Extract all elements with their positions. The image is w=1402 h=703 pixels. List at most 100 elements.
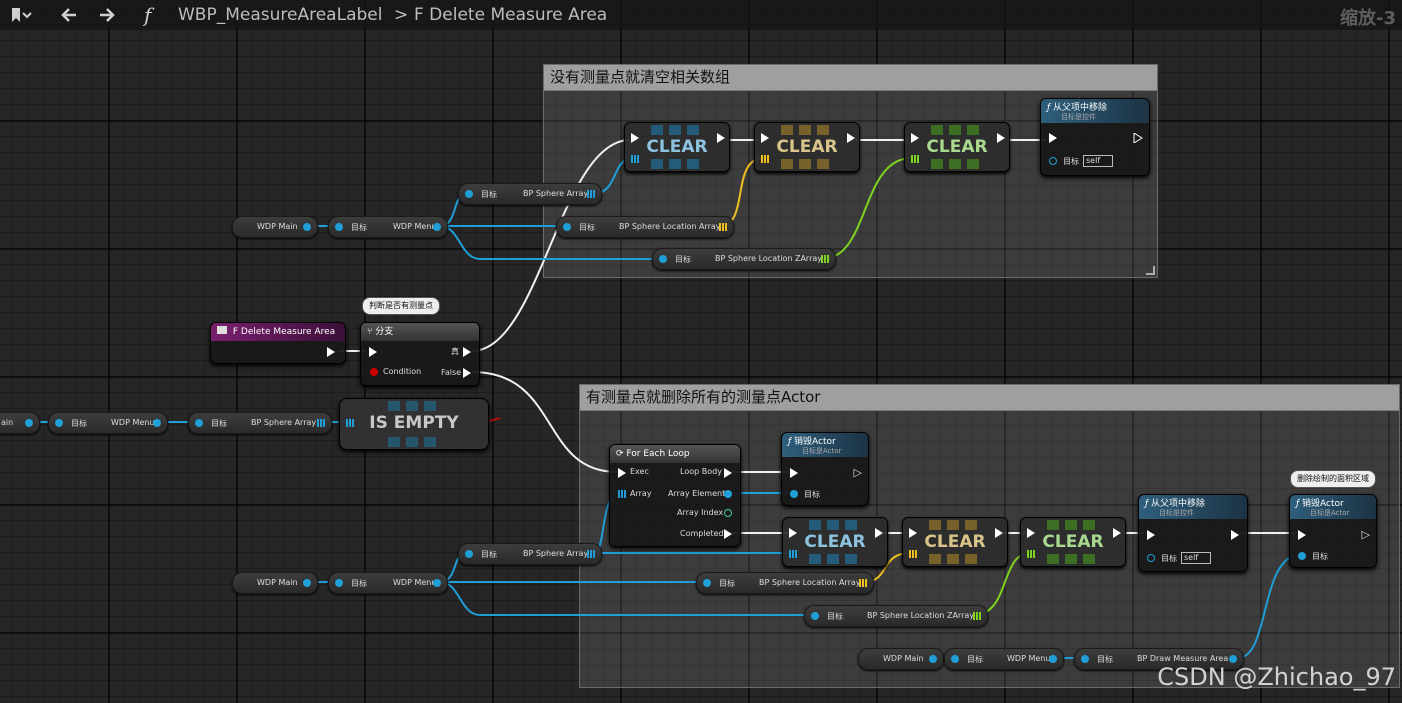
bp-sphere-location-array-getter[interactable]: 目标 BP Sphere Location Array: [696, 572, 874, 594]
output-pin[interactable]: [303, 223, 311, 231]
array-output-pin[interactable]: [719, 223, 727, 231]
target-pin[interactable]: [811, 612, 819, 620]
array-output-pin[interactable]: [859, 579, 867, 587]
remove-from-parent-node[interactable]: ƒ 从父项中移除 目标是控件 目标 self: [1138, 494, 1248, 572]
self-input[interactable]: self: [1181, 552, 1211, 564]
array-in-pin[interactable]: [911, 155, 919, 163]
output-pin[interactable]: [153, 419, 161, 427]
breadcrumb-current[interactable]: F Delete Measure Area: [414, 5, 608, 25]
exec-out-pin[interactable]: [1113, 528, 1121, 538]
exec-out-pin[interactable]: ▷: [1361, 528, 1370, 541]
target-pin[interactable]: [659, 255, 667, 263]
bp-draw-measure-area-getter[interactable]: 目标 BP Draw Measure Area: [1074, 648, 1244, 670]
true-exec-pin[interactable]: [463, 347, 471, 357]
target-pin[interactable]: [1147, 554, 1155, 562]
exec-out-pin[interactable]: [875, 528, 883, 538]
exec-out-pin[interactable]: ▷: [853, 466, 862, 479]
comment-title[interactable]: 有测量点就删除所有的测量点Actor: [580, 385, 1399, 411]
output-pin[interactable]: [929, 655, 937, 663]
bp-sphere-location-array-getter[interactable]: 目标 BP Sphere Location Array: [556, 216, 734, 238]
bp-sphere-array-getter[interactable]: 目标 BP Sphere Array: [458, 183, 602, 205]
target-pin[interactable]: [790, 490, 798, 498]
exec-out-pin[interactable]: [327, 347, 335, 357]
completed-pin[interactable]: [724, 529, 732, 539]
wdp-main-getter[interactable]: WDP Main: [232, 572, 318, 594]
condition-pin[interactable]: [370, 368, 378, 376]
exec-in-pin[interactable]: [369, 347, 377, 357]
target-pin[interactable]: [1081, 655, 1089, 663]
breadcrumb-root[interactable]: WBP_MeasureAreaLabel: [178, 5, 383, 25]
clear-node-sphere-location-zarray[interactable]: CLEAR: [1020, 517, 1126, 567]
destroy-actor-node-draw-area[interactable]: ƒ 销毁Actor 目标是Actor ▷ 目标: [1289, 494, 1377, 568]
exec-in-pin[interactable]: [911, 133, 919, 143]
bp-sphere-location-zarray-getter[interactable]: 目标 BP Sphere Location ZArray: [804, 605, 988, 627]
target-pin[interactable]: [1049, 157, 1057, 165]
clear-node-sphere-array[interactable]: CLEAR: [624, 122, 730, 172]
is-empty-node[interactable]: IS EMPTY: [339, 398, 489, 450]
exec-out-pin[interactable]: [997, 133, 1005, 143]
false-exec-pin[interactable]: [463, 368, 471, 378]
array-in-pin[interactable]: [789, 550, 797, 558]
exec-in-pin[interactable]: [1049, 133, 1057, 143]
event-node[interactable]: F Delete Measure Area: [210, 322, 346, 364]
exec-in-pin[interactable]: [1147, 530, 1155, 540]
array-index-pin[interactable]: [724, 509, 732, 517]
target-pin[interactable]: [465, 550, 473, 558]
output-pin[interactable]: [433, 579, 441, 587]
wdp-main-getter[interactable]: WDP Main: [232, 216, 318, 238]
clear-node-sphere-array[interactable]: CLEAR: [782, 517, 888, 567]
output-pin[interactable]: [1049, 655, 1057, 663]
wdp-main-getter[interactable]: WDP Main: [858, 648, 944, 670]
bp-sphere-array-getter[interactable]: 目标 BP Sphere Array: [188, 412, 332, 434]
array-in-pin[interactable]: [1027, 550, 1035, 558]
exec-in-pin[interactable]: [1027, 528, 1035, 538]
exec-in-pin[interactable]: [1298, 530, 1306, 540]
wdp-menu-getter[interactable]: 目标 WDP Menu: [944, 648, 1064, 670]
target-pin[interactable]: [703, 579, 711, 587]
wdp-menu-getter[interactable]: 目标 WDP Menu: [48, 412, 168, 434]
bp-sphere-array-getter[interactable]: 目标 BP Sphere Array: [458, 543, 602, 565]
target-pin[interactable]: [465, 190, 473, 198]
target-pin[interactable]: [563, 223, 571, 231]
exec-in-pin[interactable]: [761, 133, 769, 143]
array-in-pin[interactable]: [631, 155, 639, 163]
target-pin[interactable]: [335, 579, 343, 587]
target-pin[interactable]: [55, 419, 63, 427]
target-pin[interactable]: [951, 655, 959, 663]
arrow-right-icon[interactable]: [96, 0, 118, 30]
array-output-pin[interactable]: [587, 550, 595, 558]
exec-in-pin[interactable]: [631, 133, 639, 143]
array-in-pin[interactable]: [909, 550, 917, 558]
clear-node-sphere-location-array[interactable]: CLEAR: [902, 517, 1008, 567]
exec-out-pin[interactable]: [717, 133, 725, 143]
exec-out-pin[interactable]: [1133, 133, 1143, 143]
branch-node[interactable]: ⑂ 分支 真 Condition False: [360, 322, 480, 386]
array-output-pin[interactable]: [973, 612, 981, 620]
clear-node-sphere-location-zarray[interactable]: CLEAR: [904, 122, 1010, 172]
array-output-pin[interactable]: [821, 255, 829, 263]
bookmark-icon[interactable]: [8, 0, 32, 30]
exec-out-pin[interactable]: [995, 528, 1003, 538]
output-pin[interactable]: [1229, 655, 1237, 663]
wdp-menu-getter[interactable]: 目标 WDP Menu: [328, 572, 448, 594]
self-input[interactable]: self: [1083, 155, 1113, 167]
output-pin[interactable]: [433, 223, 441, 231]
arrow-left-icon[interactable]: [58, 0, 80, 30]
target-pin[interactable]: [195, 419, 203, 427]
exec-in-pin[interactable]: [790, 468, 798, 478]
output-pin[interactable]: [303, 579, 311, 587]
destroy-actor-node[interactable]: ƒ 销毁Actor 目标是Actor ▷ 目标: [781, 432, 869, 506]
exec-out-pin[interactable]: [1231, 530, 1239, 540]
bp-sphere-location-zarray-getter[interactable]: 目标 BP Sphere Location ZArray: [652, 248, 836, 270]
comment-title[interactable]: 没有测量点就清空相关数组: [544, 65, 1157, 91]
exec-out-pin[interactable]: [847, 133, 855, 143]
exec-in-pin[interactable]: [618, 468, 626, 478]
wdp-menu-getter[interactable]: 目标 WDP Menu: [328, 216, 448, 238]
array-in-pin[interactable]: [618, 490, 626, 498]
exec-in-pin[interactable]: [789, 528, 797, 538]
array-in-pin[interactable]: [346, 419, 354, 427]
resize-handle[interactable]: [1146, 266, 1155, 275]
remove-from-parent-node[interactable]: ƒ 从父项中移除 目标是控件 目标 self: [1040, 98, 1150, 176]
wdp-main-getter-partial[interactable]: ain: [0, 412, 40, 434]
array-output-pin[interactable]: [587, 190, 595, 198]
